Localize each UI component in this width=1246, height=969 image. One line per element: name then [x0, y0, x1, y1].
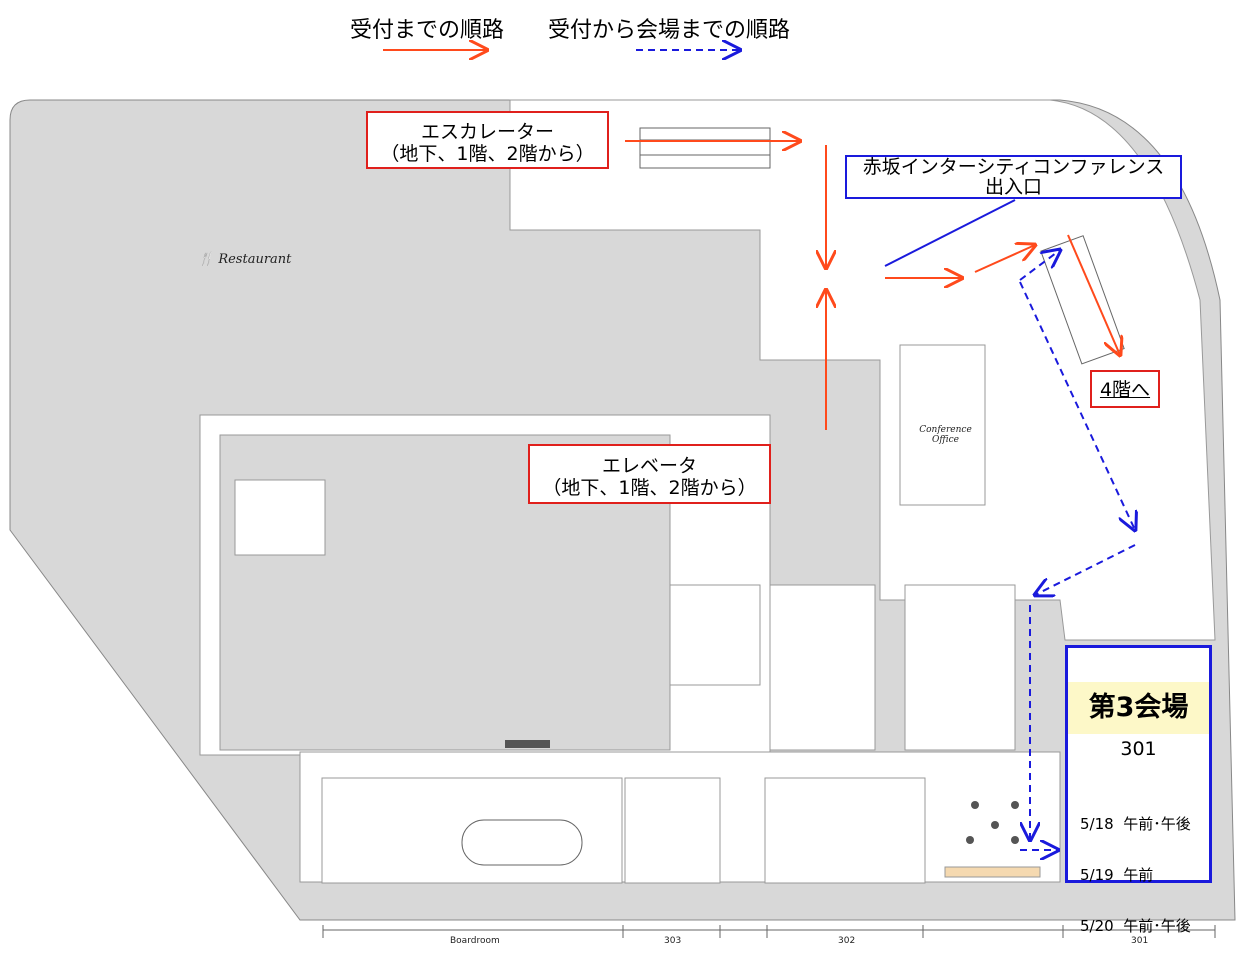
callout-line: エレベータ — [601, 455, 697, 477]
stage-bar — [505, 740, 550, 748]
route-segment — [1067, 234, 1120, 355]
legend-to-reception: 受付までの順路 — [350, 18, 505, 43]
scale-label-302: 302 — [838, 936, 856, 946]
callout-line: エスカレーター — [420, 121, 554, 143]
room-303 — [624, 777, 721, 884]
schedule-item: 5/18 午前･午後 — [1080, 815, 1191, 833]
callout-line: 出入口 — [984, 176, 1042, 198]
conference-office — [899, 344, 986, 506]
room-boardroom — [321, 777, 623, 884]
escalator — [639, 127, 771, 169]
route-segment — [1035, 544, 1136, 595]
restaurant-icon: 🍴 — [198, 252, 219, 267]
callout-line: （地下、1階、2階から） — [542, 477, 757, 499]
callout-line: 赤坂インターシティコンファレンス — [862, 156, 1165, 178]
venue-room: 301 — [1120, 738, 1157, 760]
room-scale — [322, 925, 1216, 938]
restaurant-label: 🍴 Restaurant — [198, 252, 291, 267]
to-4f-callout: 4階へ — [1090, 370, 1160, 408]
gray-core — [234, 479, 326, 556]
entrance-callout: 赤坂インターシティコンファレンス 出入口 — [845, 155, 1182, 199]
legend-reception-to-venue: 受付から会場までの順路 — [548, 18, 791, 43]
entrance-pointer — [884, 199, 1016, 267]
stair-east — [904, 584, 1016, 751]
scale-label-303: 303 — [664, 936, 682, 946]
callout-line: （地下、1階、2階から） — [380, 143, 595, 165]
scale-label-301: 301 — [1131, 936, 1149, 946]
boardroom-table — [461, 819, 583, 866]
north-corridor — [509, 99, 1216, 641]
route-segment — [974, 245, 1035, 273]
schedule-item: 5/20 午前･午後 — [1080, 917, 1191, 935]
restaurant-text: Restaurant — [218, 252, 292, 267]
venue-301-panel: 第3会場 301 5/18 午前･午後 5/19 午前 5/20 午前･午後 — [1065, 645, 1212, 935]
route-to-venue — [636, 50, 1135, 850]
route-segment — [1019, 250, 1060, 281]
route-to-reception — [383, 50, 1120, 430]
scale-label-boardroom: Boardroom — [450, 936, 500, 946]
escalator-callout: エスカレーター （地下、1階、2階から） — [366, 111, 609, 169]
conference-office-label: Conference Office — [919, 425, 972, 445]
route-segment — [1019, 281, 1135, 530]
elevator-block — [669, 584, 761, 686]
counter — [944, 866, 1041, 878]
venue-title: 第3会場 — [1068, 682, 1209, 734]
restroom-block — [769, 584, 876, 751]
room-302 — [764, 777, 926, 884]
elevator-callout: エレベータ （地下、1階、2階から） — [528, 444, 771, 504]
schedule-item: 5/19 午前 — [1080, 866, 1154, 884]
